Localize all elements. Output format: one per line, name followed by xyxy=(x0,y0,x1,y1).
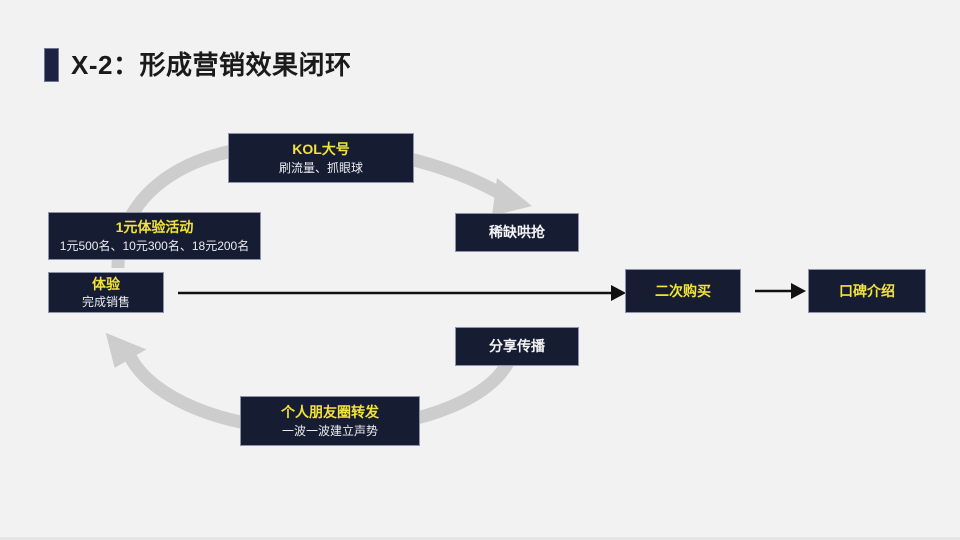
page-title: X-2：形成营销效果闭环 xyxy=(71,50,352,80)
node-experience-subtitle: 完成销售 xyxy=(81,295,130,310)
node-word-of-mouth-title: 口碑介绍 xyxy=(839,282,895,299)
node-scarcity[interactable]: 稀缺哄抢 xyxy=(455,213,579,252)
repurchase-to-word-of-mouth-arrow-icon xyxy=(755,283,806,299)
node-trial-campaign[interactable]: 1元体验活动 1元500名、10元300名、18元200名 xyxy=(48,212,261,260)
node-word-of-mouth[interactable]: 口碑介绍 xyxy=(808,269,926,313)
node-share[interactable]: 分享传播 xyxy=(455,327,579,366)
node-share-title: 分享传播 xyxy=(489,338,545,355)
node-kol[interactable]: KOL大号 刷流量、抓眼球 xyxy=(228,133,414,183)
node-experience[interactable]: 体验 完成销售 xyxy=(48,272,164,313)
title-accent-marker xyxy=(44,48,59,82)
node-moments-repost-title: 个人朋友圈转发 xyxy=(281,404,379,421)
node-repurchase[interactable]: 二次购买 xyxy=(625,269,741,313)
node-scarcity-title: 稀缺哄抢 xyxy=(489,224,545,241)
node-moments-repost-subtitle: 一波一波建立声势 xyxy=(281,423,378,438)
node-moments-repost[interactable]: 个人朋友圈转发 一波一波建立声势 xyxy=(240,396,420,446)
node-repurchase-title: 二次购买 xyxy=(655,282,711,299)
node-kol-subtitle: 刷流量、抓眼球 xyxy=(278,160,363,175)
node-trial-campaign-subtitle: 1元500名、10元300名、18元200名 xyxy=(59,238,250,253)
node-kol-title: KOL大号 xyxy=(292,141,350,158)
node-trial-campaign-title: 1元体验活动 xyxy=(115,219,194,236)
experience-to-repurchase-arrow-icon xyxy=(178,285,626,301)
slide-title-row: X-2：形成营销效果闭环 xyxy=(44,48,351,82)
node-experience-title: 体验 xyxy=(92,275,120,292)
